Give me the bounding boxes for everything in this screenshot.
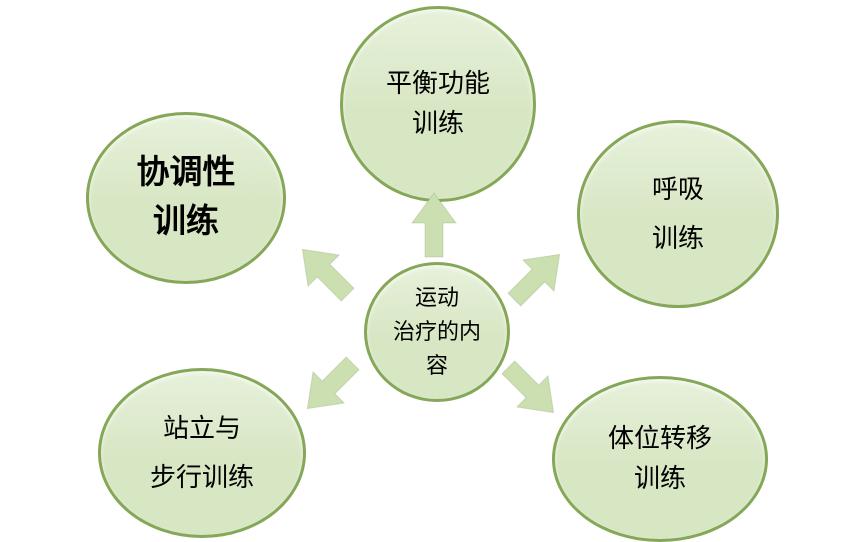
node-label-line: 步行训练 <box>149 463 254 492</box>
node-transfer-training: 体位转移 训练 <box>552 376 768 542</box>
arrow-upper-left-icon <box>301 248 355 302</box>
arrow-upper-right-icon <box>507 253 561 307</box>
node-label-line: 平衡功能 <box>385 68 490 98</box>
node-label-line: 训练 <box>633 464 686 493</box>
center-node-label-line: 运动 <box>414 284 459 310</box>
center-node-exercise-therapy: 运动 治疗的内 容 <box>364 262 510 402</box>
node-label-line: 体位转移 <box>607 423 712 453</box>
node-breathing-training: 呼吸 训练 <box>577 120 779 308</box>
arrow-up-icon <box>411 192 457 258</box>
node-label-line: 训练 <box>411 109 464 138</box>
arrow-lower-right-icon <box>501 360 555 414</box>
arrow-lower-left-icon <box>306 356 360 410</box>
node-label-line: 协调性 <box>136 154 236 191</box>
node-standing-walking-training: 站立与 步行训练 <box>98 368 306 538</box>
center-node-label-line: 容 <box>425 353 448 379</box>
node-coordination-training: 协调性 训练 <box>86 112 286 284</box>
node-label-line: 呼吸 <box>651 174 704 204</box>
center-node-label-line: 治疗的内 <box>392 318 481 344</box>
node-balance-training: 平衡功能 训练 <box>340 6 536 202</box>
node-label-line: 训练 <box>651 224 704 253</box>
node-label-line: 站立与 <box>162 413 241 443</box>
node-label-line: 训练 <box>153 204 219 240</box>
